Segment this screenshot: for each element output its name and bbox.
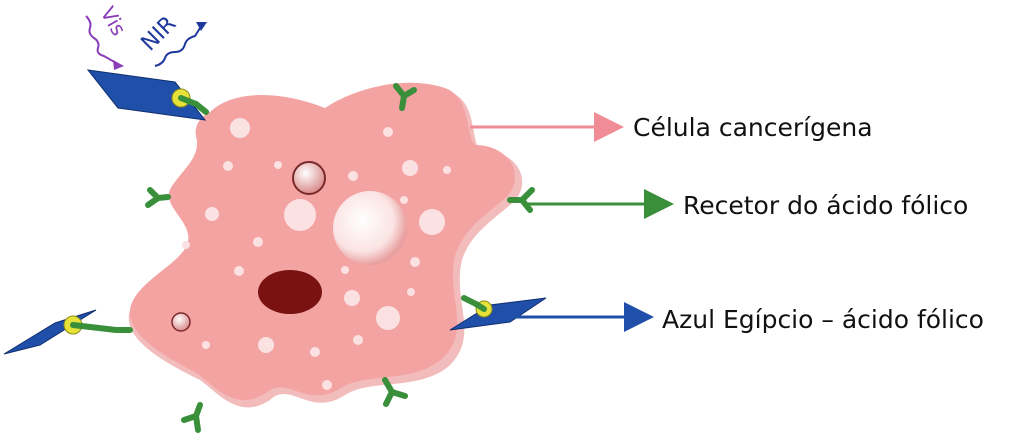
nanosheet-right — [449, 297, 547, 331]
cell-granules — [182, 118, 451, 390]
vis-light: Vis — [85, 3, 131, 70]
large-vacuole — [333, 191, 407, 265]
nir-light: NIR — [137, 12, 207, 67]
nanosheet-top — [86, 69, 207, 121]
label-folic-receptor: Recetor do ácido fólico — [683, 191, 969, 220]
label-cancer-cell: Célula cancerígena — [633, 113, 873, 142]
vis-label: Vis — [96, 3, 131, 40]
nir-label: NIR — [137, 12, 182, 57]
outlined-vesicle — [292, 161, 326, 195]
small-vesicle — [171, 312, 191, 332]
receptor-bottom — [181, 402, 203, 433]
nucleus — [258, 270, 322, 314]
cancer-cell — [128, 82, 523, 408]
nir-wave — [154, 27, 201, 67]
receptor-left — [145, 187, 171, 208]
nanosheet-left — [3, 309, 119, 355]
receptor-bottom-right — [382, 377, 408, 407]
label-egyptian-blue-folic: Azul Egípcio – ácido fólico — [662, 305, 984, 334]
vis-wave — [85, 15, 119, 65]
receptor-top — [393, 83, 417, 111]
